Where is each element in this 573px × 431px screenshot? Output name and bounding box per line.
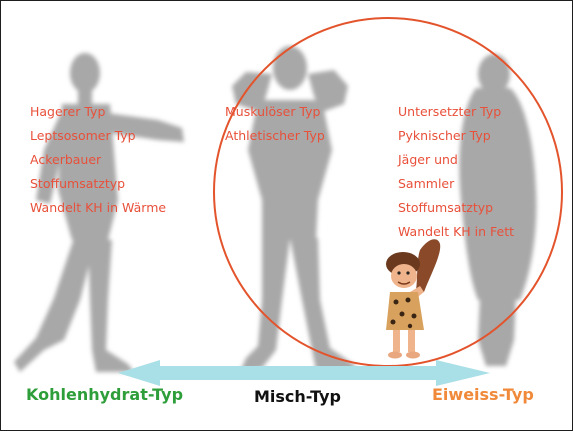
middle-type-description: Muskulöser Typ Athletischer Typ [225,100,325,148]
right-line-6: Wandelt KH in Fett [398,220,514,244]
right-type-description: Untersetzter Typ Pyknischer Typ Jäger un… [398,100,514,244]
protein-type-label: Eiweiss-Typ [432,385,534,404]
middle-line-2: Athletischer Typ [225,124,325,148]
left-line-4: Stoffumsatztyp [30,172,166,196]
left-line-2: Leptsosomer Typ [30,124,166,148]
mixed-type-label: Misch-Typ [254,387,341,406]
middle-line-1: Muskulöser Typ [225,100,325,124]
caveman-figure [386,239,440,358]
right-line-2: Pyknischer Typ [398,124,514,148]
athletic-figure-silhouette [232,46,356,374]
left-line-1: Hagerer Typ [30,100,166,124]
right-line-4: Sammler [398,172,514,196]
carbohydrate-type-label: Kohlenhydrat-Typ [26,385,183,404]
left-line-5: Wandelt KH in Wärme [30,196,166,220]
right-line-5: Stoffumsatztyp [398,196,514,220]
right-line-3: Jäger und [398,148,514,172]
double-arrow [118,360,490,386]
right-line-1: Untersetzter Typ [398,100,514,124]
left-type-description: Hagerer Typ Leptsosomer Typ Ackerbauer S… [30,100,166,220]
left-line-3: Ackerbauer [30,148,166,172]
